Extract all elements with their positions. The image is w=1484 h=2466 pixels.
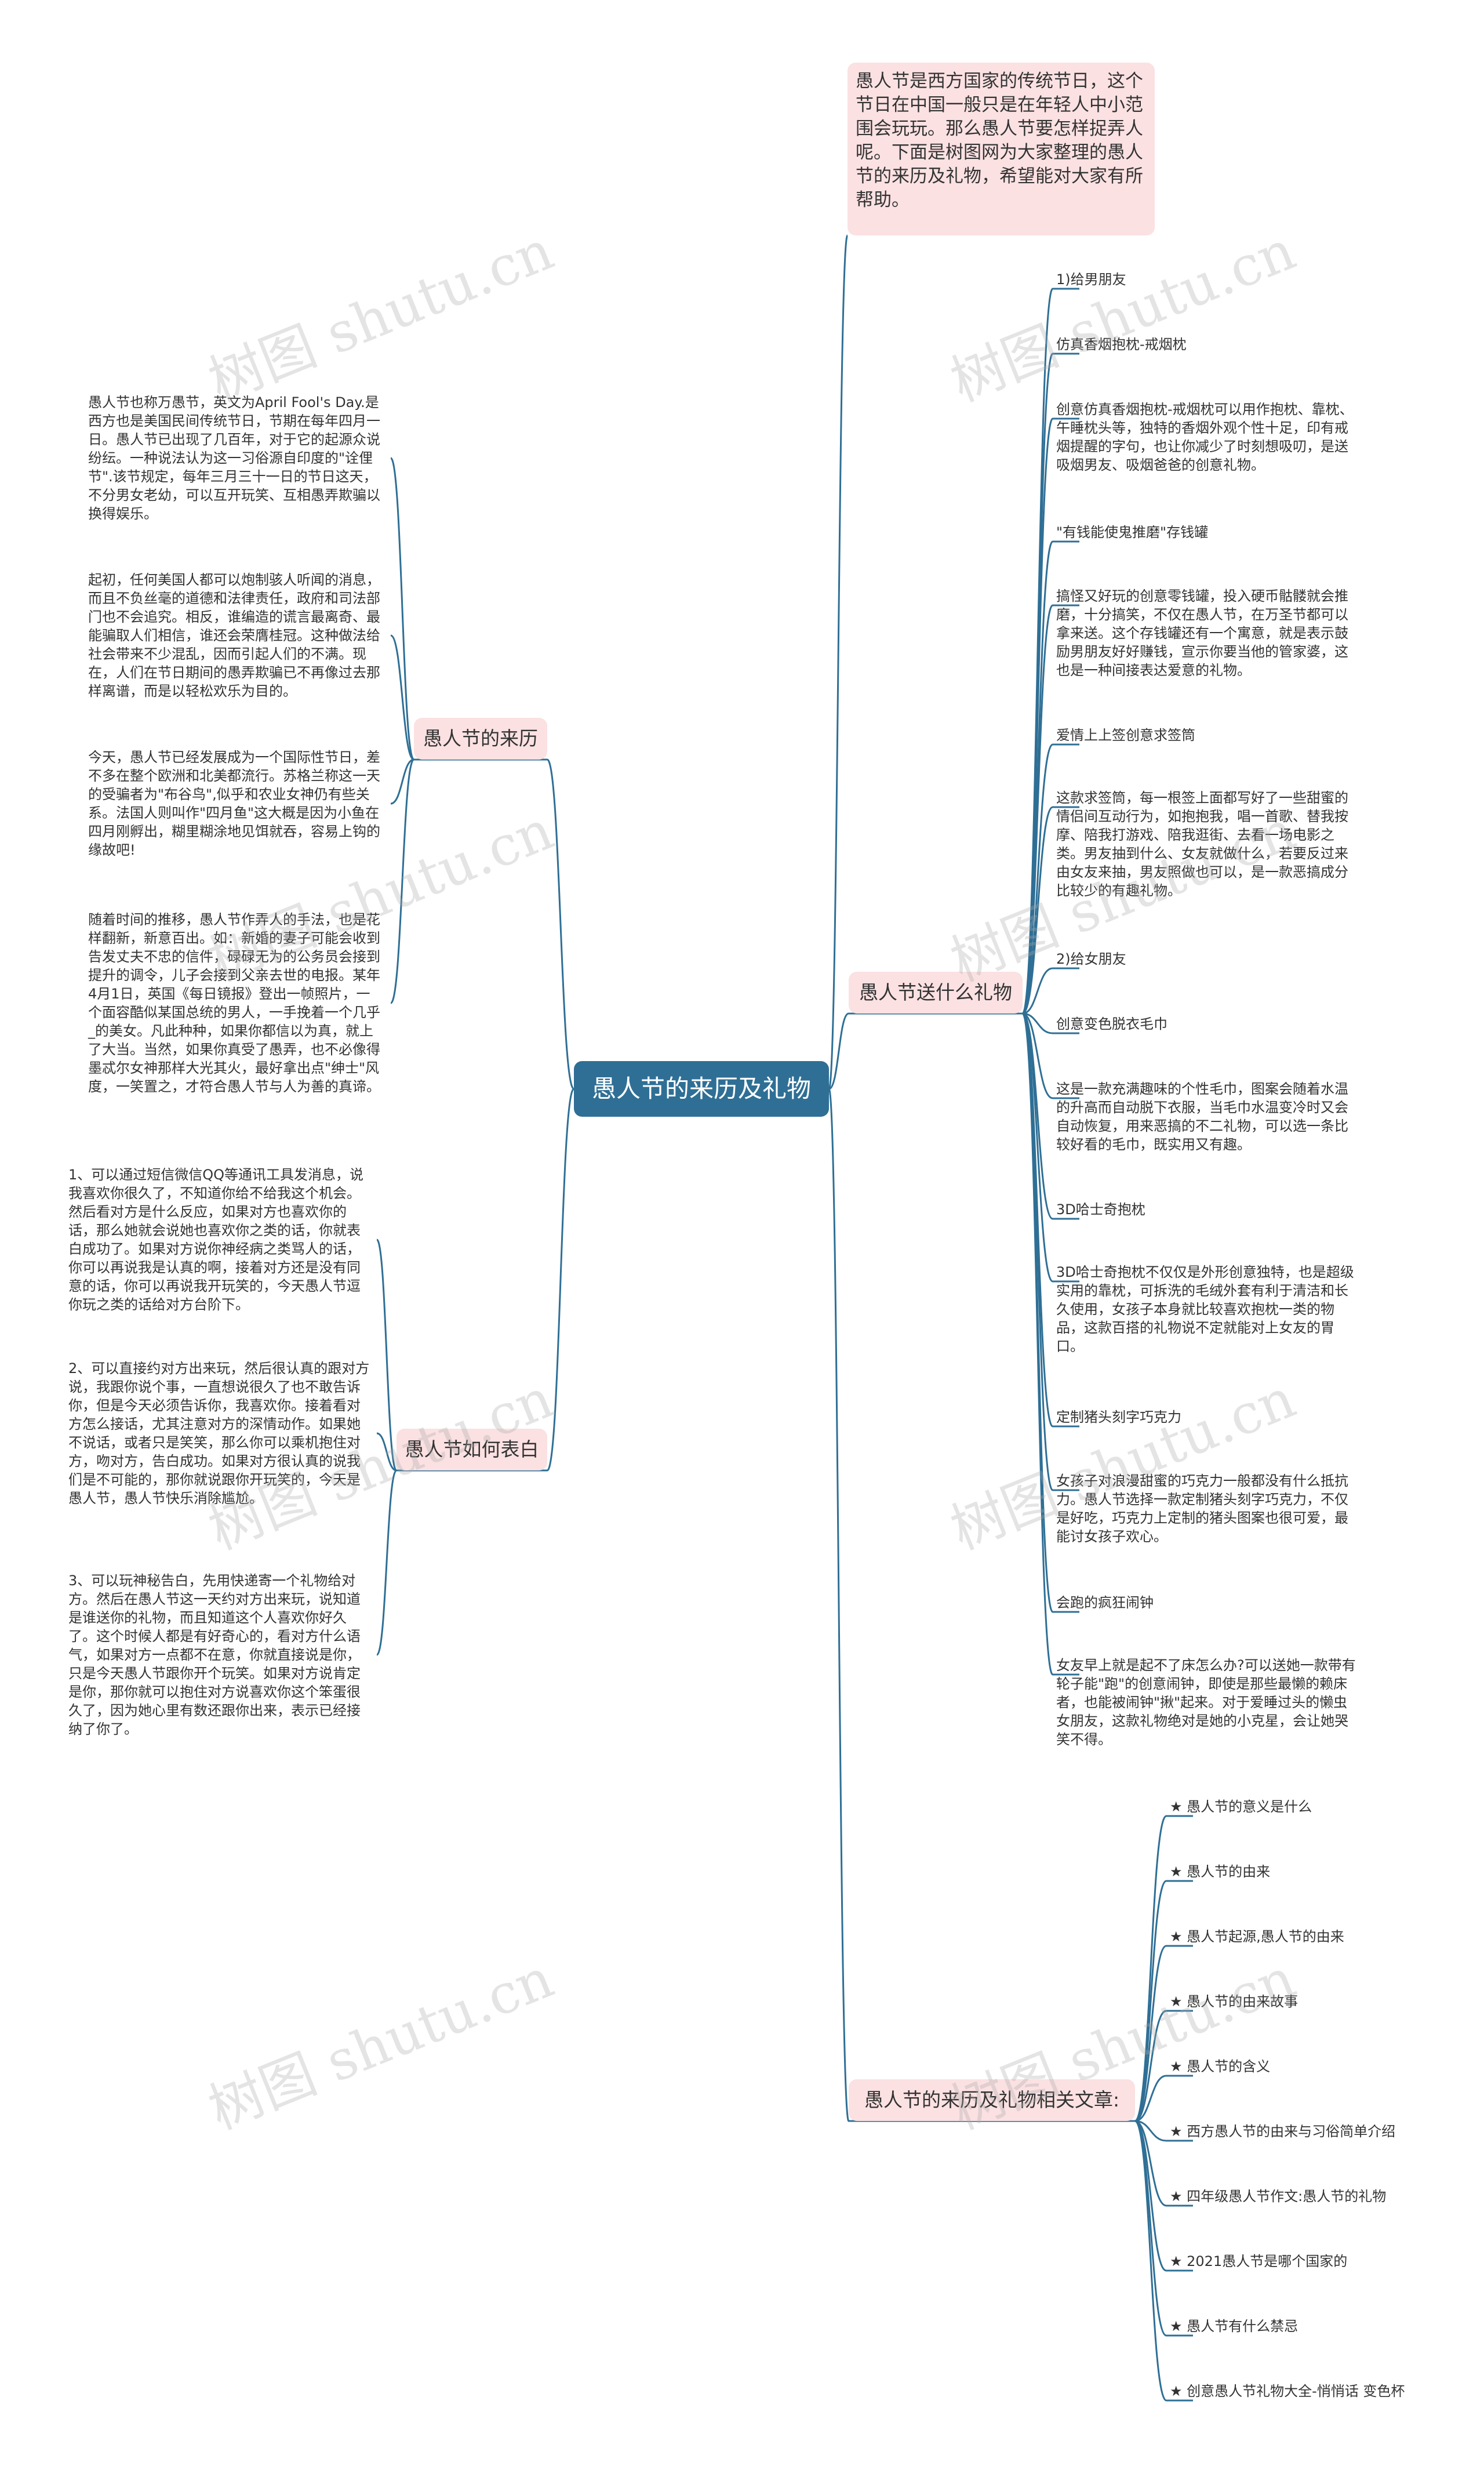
article-link-10[interactable]: ★ 创意愚人节礼物大全-悄悄话 变色杯 — [1170, 2383, 1405, 2399]
gift-item-2: 仿真香烟抱枕-戒烟枕 — [1056, 336, 1187, 353]
gift-item-15: 会跑的疯狂闹钟 — [1056, 1595, 1154, 1611]
link-root-branch-articles — [828, 1088, 850, 2122]
gift-item-6: 爱情上上签创意求签筒 — [1056, 727, 1195, 743]
branch-gifts[interactable]: 愚人节送什么礼物 — [849, 972, 1023, 1014]
article-link-6[interactable]: ★ 西方愚人节的由来与习俗简单介绍 — [1170, 2123, 1396, 2140]
link-gift-item-5 — [1021, 604, 1054, 1015]
link-article-link-9 — [1134, 2120, 1167, 2337]
link-root-branch-gifts — [828, 1012, 849, 1090]
link-article-link-7 — [1134, 2120, 1167, 2207]
gift-item-8: 2)给女朋友 — [1056, 951, 1126, 967]
gift-item-9: 创意变色脱衣毛巾 — [1056, 1016, 1167, 1032]
link-article-link-4 — [1134, 2010, 1167, 2122]
article-link-9[interactable]: ★ 愚人节有什么禁忌 — [1170, 2318, 1298, 2334]
link-root-intro-note — [828, 234, 849, 1090]
gift-item-3: 创意仿真香烟抱枕-戒烟枕可以用作抱枕、靠枕、午睡枕头等，独特的香烟外观个性十足，… — [1056, 401, 1354, 473]
link-gift-item-14 — [1021, 1012, 1054, 1491]
link-origin-text-3 — [390, 758, 414, 805]
article-link-3[interactable]: ★ 愚人节起源,愚人节的由来 — [1170, 1929, 1344, 1945]
link-confess-text-2 — [376, 1432, 397, 1472]
gift-item-1: 1)给男朋友 — [1056, 271, 1126, 288]
confess-text-2: 2、可以直接约对方出来玩，然后很认真的跟对方说，我跟你说个事，一直想说很久了也不… — [68, 1360, 370, 1506]
article-link-2[interactable]: ★ 愚人节的由来 — [1170, 1864, 1271, 1880]
origin-text-1: 愚人节也称万愚节，英文为April Fool's Day.是西方也是美国民间传统… — [88, 394, 380, 522]
link-article-link-10 — [1134, 2120, 1167, 2402]
link-gift-item-9 — [1022, 1012, 1053, 1034]
gift-item-14: 女孩子对浪漫甜蜜的巧克力一般都没有什么抵抗力。愚人节选择一款定制猪头刻字巧克力，… — [1056, 1473, 1348, 1545]
link-article-link-3 — [1134, 1945, 1167, 2122]
link-article-link-5 — [1134, 2075, 1167, 2122]
article-link-7[interactable]: ★ 四年级愚人节作文:愚人节的礼物 — [1170, 2188, 1387, 2204]
gift-item-11: 3D哈士奇抱枕 — [1056, 1201, 1145, 1218]
link-article-link-6 — [1134, 2120, 1167, 2142]
confess-text-1: 1、可以通过短信微信QQ等通讯工具发消息，说我喜欢你很久了，不知道你给不给我这个… — [68, 1167, 364, 1313]
gift-item-16: 女友早上就是起不了床怎么办?可以送她一款带有轮子能"跑"的创意闹钟，即使是那些最… — [1056, 1657, 1356, 1748]
article-link-8[interactable]: ★ 2021愚人节是哪个国家的 — [1170, 2253, 1348, 2269]
link-article-link-1 — [1134, 1815, 1167, 2122]
link-root-branch-confess — [546, 1088, 575, 1472]
link-gift-item-10 — [1022, 1012, 1053, 1099]
link-confess-text-3 — [376, 1469, 398, 1656]
link-gift-item-3 — [1021, 417, 1054, 1015]
branch-origin[interactable]: 愚人节的来历 — [414, 718, 547, 760]
link-origin-text-4 — [390, 758, 415, 1004]
link-article-link-2 — [1134, 1880, 1167, 2122]
gift-item-12: 3D哈士奇抱枕不仅仅是外形创意独特，也是超级实用的靠枕，可拆洗的毛绒外套有利于清… — [1056, 1264, 1354, 1354]
origin-text-4: 随着时间的推移，愚人节作弄人的手法，也是花样翻新，新意百出。如：新婚的妻子可能会… — [88, 911, 380, 1095]
gift-item-13: 定制猪头刻字巧克力 — [1056, 1409, 1181, 1425]
link-gift-item-8 — [1022, 967, 1053, 1015]
gift-item-4: "有钱能使鬼推磨"存钱罐 — [1056, 524, 1209, 540]
branch-articles[interactable]: 愚人节的来历及礼物相关文章: — [849, 2079, 1135, 2121]
article-link-5[interactable]: ★ 愚人节的含义 — [1170, 2058, 1271, 2075]
link-gift-item-12 — [1021, 1012, 1054, 1283]
branch-confess[interactable]: 愚人节如何表白 — [397, 1429, 547, 1470]
link-confess-text-1 — [376, 1239, 398, 1472]
article-link-4[interactable]: ★ 愚人节的由来故事 — [1170, 1993, 1298, 2010]
link-gift-item-7 — [1022, 806, 1053, 1015]
intro-note: 愚人节是西方国家的传统节日，这个节日在中国一般只是在年轻人中小范围会玩玩。那么愚… — [848, 63, 1155, 235]
root-topic[interactable]: 愚人节的来历及礼物 — [574, 1061, 829, 1117]
gift-item-5: 搞怪又好玩的创意零钱罐，投入硬币骷髅就会推磨，十分搞笑，不仅在愚人节，在万圣节都… — [1056, 588, 1348, 678]
link-gift-item-16 — [1021, 1012, 1054, 1676]
article-link-1[interactable]: ★ 愚人节的意义是什么 — [1170, 1799, 1312, 1815]
link-root-branch-origin — [546, 758, 575, 1090]
confess-text-3: 3、可以玩神秘告白，先用快递寄一个礼物给对方。然后在愚人节这一天约对方出来玩，说… — [68, 1572, 361, 1737]
gift-item-7: 这款求签筒，每一根签上面都写好了一些甜蜜的情侣间互动行为，如抱抱我，唱一首歌、替… — [1056, 790, 1348, 899]
origin-text-3: 今天，愚人节已经发展成为一个国际性节日，差不多在整个欧洲和北美都流行。苏格兰称这… — [88, 749, 380, 858]
link-origin-text-2 — [390, 634, 414, 761]
origin-text-2: 起初，任何美国人都可以炮制骇人听闻的消息，而且不负丝毫的道德和法律责任，政府和司… — [88, 572, 380, 699]
link-origin-text-1 — [390, 457, 415, 761]
gift-item-10: 这是一款充满趣味的个性毛巾，图案会随着水温的升高而自动脱下衣服，当毛巾水温变冷时… — [1056, 1081, 1348, 1153]
